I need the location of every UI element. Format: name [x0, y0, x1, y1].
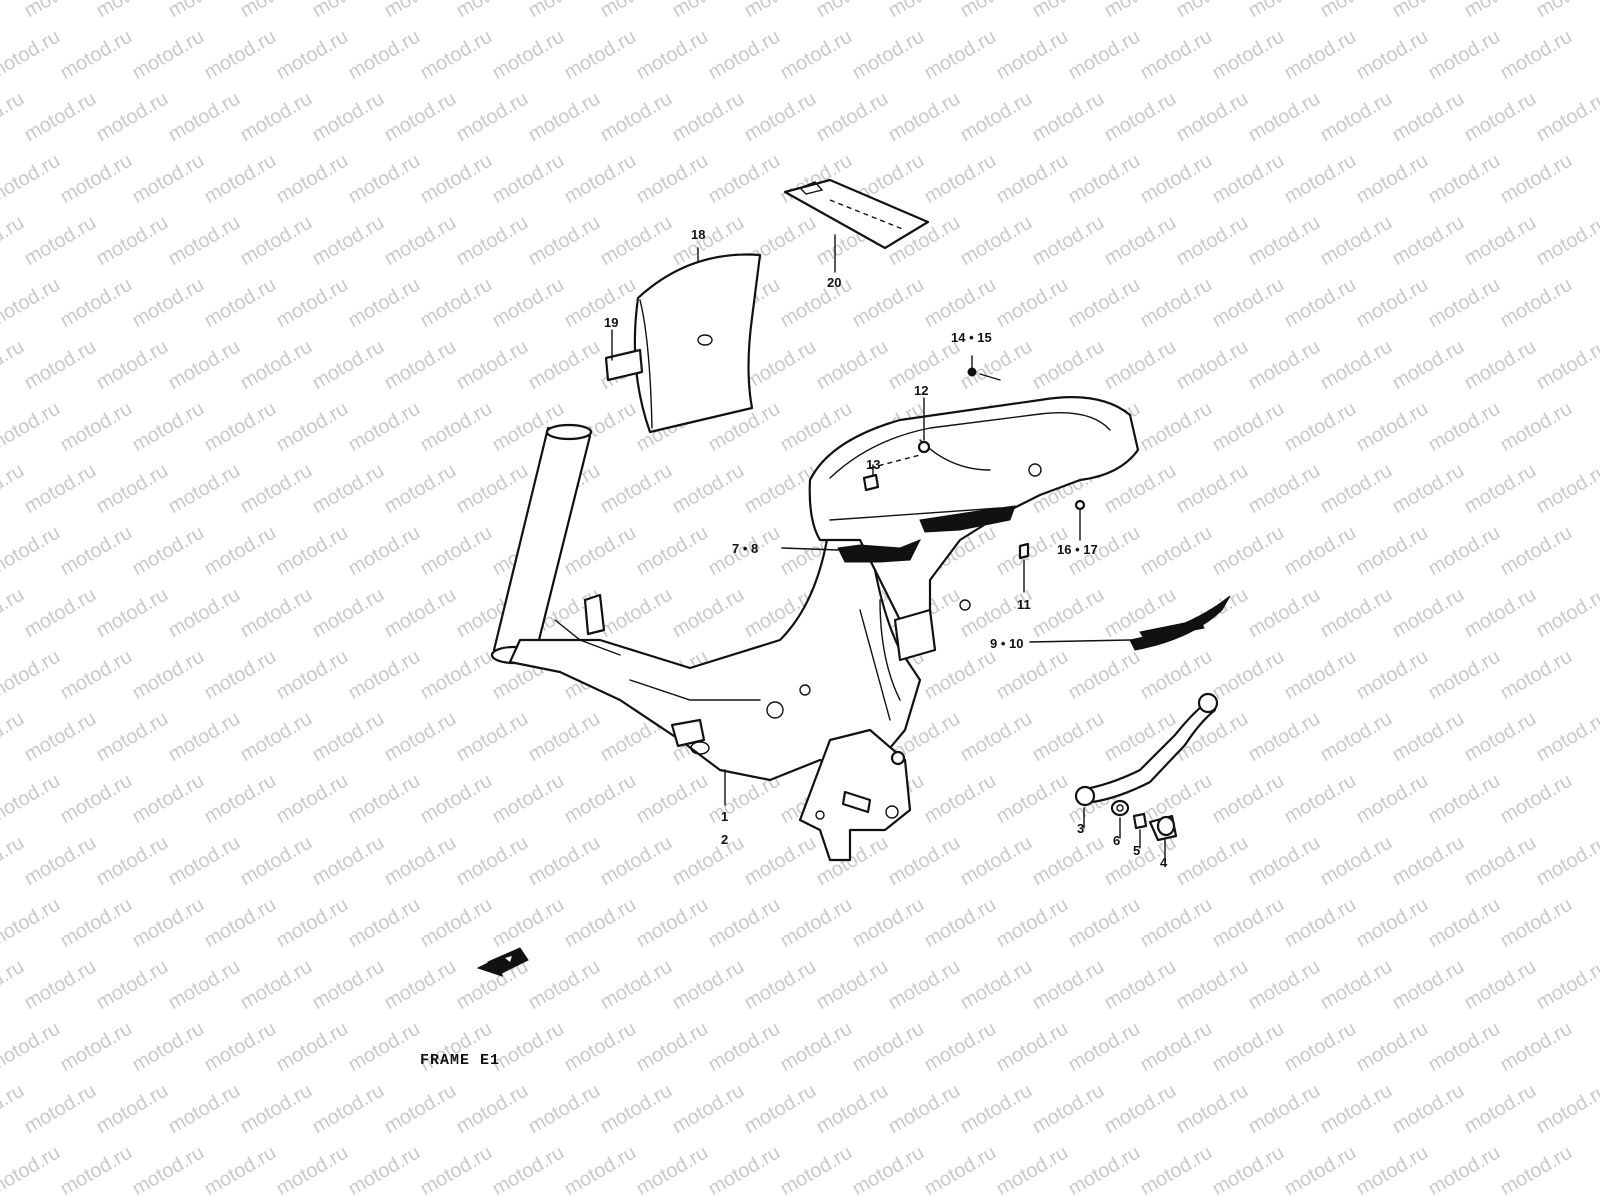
fastener-16-17: [1076, 501, 1084, 540]
callout-4: 4: [1160, 856, 1167, 869]
callout-20: 20: [827, 276, 841, 289]
leader-9-10: [1030, 640, 1130, 642]
callout-3: 3: [1077, 822, 1084, 835]
callout-16-17: 16 • 17: [1057, 543, 1098, 556]
part-20-lid-panel: [785, 180, 928, 272]
part-3-stand-bar: [1076, 694, 1217, 828]
fastener-14-15: [968, 356, 1000, 380]
callout-2: 2: [721, 833, 728, 846]
fastener-11: [1020, 544, 1028, 592]
callout-13: 13: [866, 458, 880, 471]
part-18-cover: [635, 248, 760, 432]
callout-9-10: 9 • 10: [990, 637, 1023, 650]
callout-19: 19: [604, 316, 618, 329]
part-9-10-trim: [1130, 596, 1230, 650]
callout-6: 6: [1113, 834, 1120, 847]
callout-7-8: 7 • 8: [732, 542, 758, 555]
part-1-main-frame: [492, 397, 1138, 860]
callout-11: 11: [1017, 598, 1031, 611]
callout-14-15: 14 • 15: [951, 331, 992, 344]
callout-1: 1: [721, 810, 728, 823]
front-direction-arrow-icon: [478, 948, 528, 976]
callout-5: 5: [1133, 844, 1140, 857]
part-4-bolt: [1150, 816, 1176, 858]
callout-12: 12: [914, 384, 928, 397]
diagram-caption: FRAME E1: [420, 1052, 500, 1069]
callout-18: 18: [691, 228, 705, 241]
